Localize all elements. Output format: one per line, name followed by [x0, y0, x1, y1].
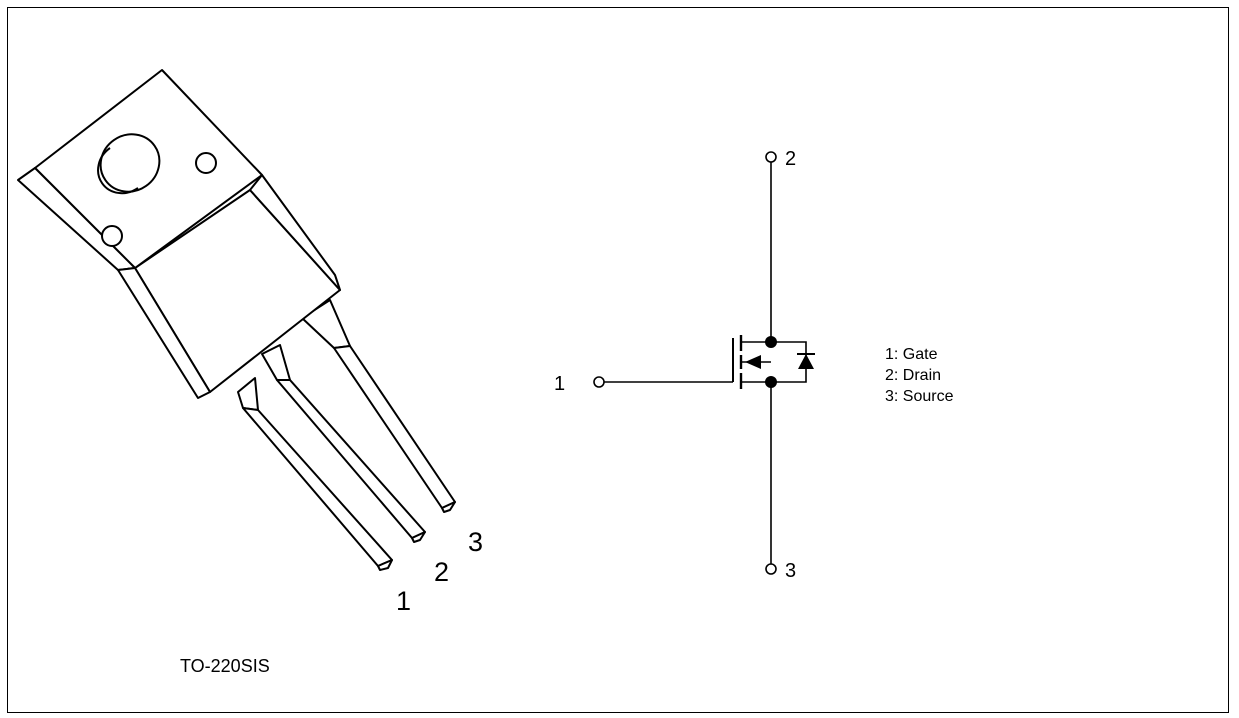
- lead-2: [261, 344, 426, 543]
- package-pin-2-label: 2: [434, 557, 449, 587]
- diode-loop: [771, 341, 807, 383]
- lead-1: [237, 377, 393, 571]
- small-hole-right: [195, 152, 217, 174]
- package-name: TO-220SIS: [180, 656, 270, 676]
- gate-terminal: [593, 376, 605, 388]
- mounting-hole: [99, 133, 161, 193]
- source-terminal: [765, 563, 777, 575]
- gate-terminal-label: 1: [554, 373, 565, 395]
- figure-frame: [7, 7, 1229, 713]
- body-bottom-face: [117, 267, 211, 399]
- legend-item-source: 3: Source: [885, 388, 954, 405]
- diode-icon: [798, 354, 814, 369]
- package-pin-3-label: 3: [468, 527, 483, 557]
- package-drawing: [17, 69, 456, 571]
- mounting-hole-inner: [97, 147, 139, 195]
- legend-item-drain: 2: Drain: [885, 367, 941, 384]
- package-pin-1-label: 1: [396, 586, 411, 616]
- source-terminal-label: 3: [785, 560, 796, 582]
- schematic-symbol: [593, 151, 807, 575]
- body-side-face: [249, 174, 341, 291]
- source-junction-dot: [765, 376, 777, 388]
- drain-terminal-label: 2: [785, 148, 796, 170]
- drain-terminal: [765, 151, 777, 163]
- small-hole-left: [101, 225, 123, 247]
- legend-item-gate: 1: Gate: [885, 346, 938, 363]
- drain-junction-dot: [765, 336, 777, 348]
- pin-legend: 1: Gate 2: Drain 3: Source: [885, 346, 954, 405]
- body-arrow-icon: [745, 355, 761, 369]
